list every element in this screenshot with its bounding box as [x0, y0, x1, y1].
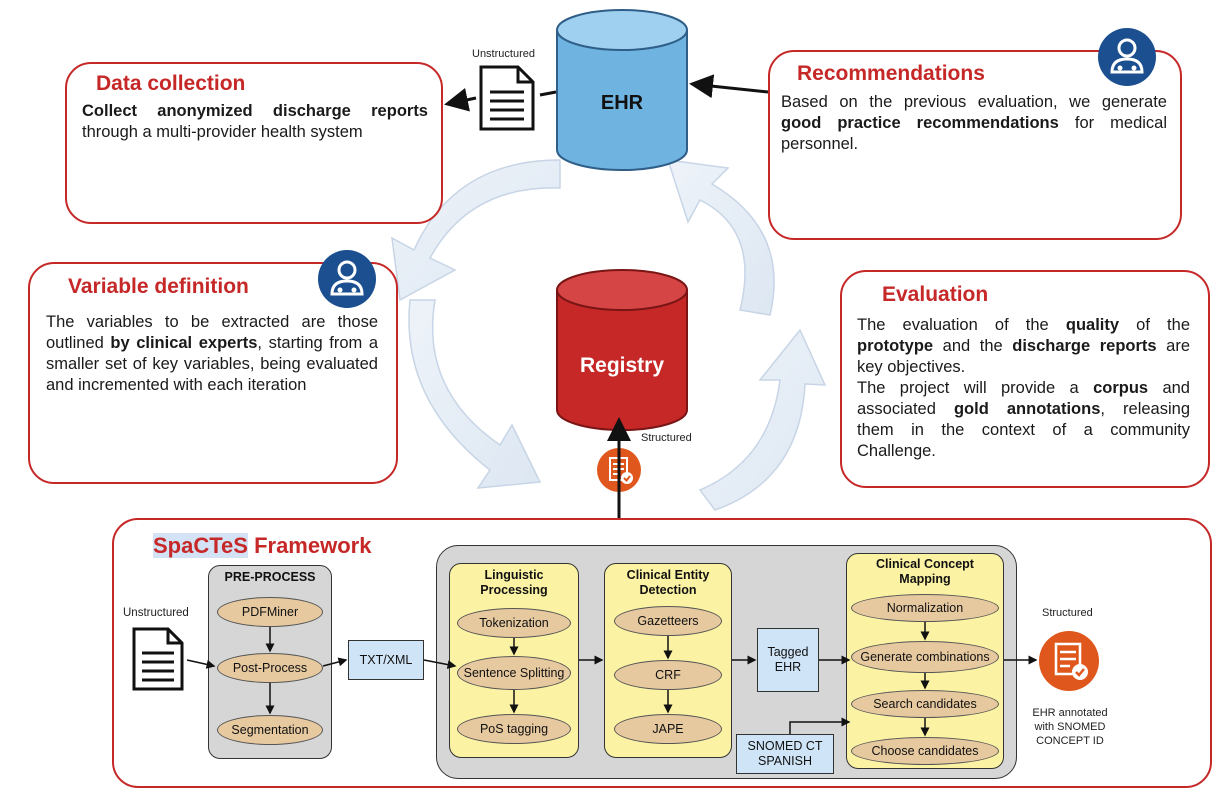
- entity-detection-title: Clinical Entity Detection: [626, 568, 710, 597]
- linguistic-step: Tokenization: [457, 608, 571, 638]
- ehr-database-icon: [556, 9, 688, 171]
- variable-definition-bold: by clinical experts: [110, 334, 258, 352]
- evaluation-t5: The project will provide a: [857, 379, 1094, 397]
- txt-xml-box: TXT/XML: [348, 640, 424, 680]
- cycle-arrow-top-left: [391, 159, 561, 302]
- document-icon: [132, 627, 184, 691]
- evaluation-t1: The evaluation of the: [857, 316, 1066, 334]
- preprocess-step: PDFMiner: [217, 597, 323, 627]
- tagged-ehr-box: Tagged EHR: [757, 628, 819, 692]
- linguistic-step: PoS tagging: [457, 714, 571, 744]
- variable-definition-text-1: The variables to be extracted are those …: [46, 313, 378, 352]
- doctor-icon: [318, 250, 376, 308]
- linguistic-processing-title: Linguistic Processing: [480, 568, 548, 597]
- preprocess-title: PRE-PROCESS: [224, 570, 316, 584]
- entity-step: JAPE: [614, 714, 722, 744]
- evaluation-t4: are key objectives.: [857, 337, 1190, 376]
- framework-unstructured-label: Unstructured: [123, 607, 189, 619]
- evaluation-text: The evaluation of the quality of the pro…: [857, 315, 1190, 462]
- recommendations-text: Based on the previous evaluation, we gen…: [781, 92, 1167, 155]
- recommendations-text-1: Based on the previous evaluation, we gen…: [781, 93, 1167, 111]
- evaluation-panel: [840, 270, 1210, 488]
- registry-database-icon: [556, 269, 688, 431]
- framework-structured-label: Structured: [1042, 607, 1093, 619]
- framework-title: SpaCTeS Framework: [153, 533, 371, 559]
- data-collection-text: Collect anonymized discharge reports thr…: [82, 101, 428, 143]
- data-collection-panel: [65, 62, 443, 224]
- framework-output-label: EHR annotated with SNOMED CONCEPT ID: [1032, 707, 1108, 747]
- cycle-arrow-bottom-right: [698, 328, 827, 511]
- entity-step: Gazetteers: [614, 606, 722, 636]
- framework-title-highlight: SpaCTeS: [153, 533, 248, 558]
- mapping-step: Search candidates: [851, 690, 999, 718]
- preprocess-step: Post-Process: [217, 653, 323, 683]
- evaluation-b1: quality: [1065, 316, 1120, 334]
- variable-definition-title: Variable definition: [68, 275, 249, 298]
- preprocess-step: Segmentation: [217, 715, 323, 745]
- linguistic-step: Sentence Splitting: [457, 656, 571, 690]
- cycle-arrow-bottom-left: [408, 299, 542, 489]
- mapping-step: Generate combinations: [851, 641, 999, 673]
- variable-definition-text: The variables to be extracted are those …: [46, 312, 378, 396]
- evaluation-b3: discharge reports: [1012, 337, 1157, 355]
- entity-step: CRF: [614, 660, 722, 690]
- data-collection-title: Data collection: [96, 72, 246, 95]
- cycle-arrow-top-right: [666, 159, 775, 316]
- structured-mid-label: Structured: [641, 432, 692, 444]
- data-collection-rest: through a multi-provider health system: [82, 123, 363, 141]
- evaluation-t2: of the: [1119, 316, 1190, 334]
- evaluation-title: Evaluation: [882, 283, 989, 306]
- data-collection-bold: Collect anonymized discharge reports: [82, 102, 428, 120]
- evaluation-b5: gold annotations: [953, 400, 1101, 418]
- evaluation-t6: and associated: [857, 379, 1190, 418]
- structured-report-icon: [597, 448, 641, 492]
- evaluation-t3: and the: [933, 337, 1013, 355]
- variable-definition-text-2: , starting from a smaller set of key var…: [46, 334, 378, 394]
- evaluation-b4: corpus: [1093, 379, 1149, 397]
- structured-report-icon: [1039, 631, 1099, 691]
- registry-label: Registry: [579, 354, 665, 377]
- recommendations-text-2: for medical personnel.: [781, 114, 1168, 153]
- ehr-label: EHR: [600, 92, 644, 114]
- document-icon: [479, 65, 535, 131]
- evaluation-b2: prototype: [857, 337, 934, 355]
- recommendations-title: Recommendations: [797, 62, 985, 85]
- snomed-box: SNOMED CT SPANISH: [736, 734, 834, 774]
- mapping-step: Choose candidates: [851, 737, 999, 765]
- doctor-icon: [1098, 28, 1156, 86]
- concept-mapping-title: Clinical Concept Mapping: [876, 557, 974, 586]
- mapping-step: Normalization: [851, 594, 999, 622]
- evaluation-t7: , releasing them in the context of a com…: [857, 400, 1190, 460]
- unstructured-top-label: Unstructured: [472, 48, 535, 60]
- recommendations-bold: good practice recommendations: [781, 114, 1059, 132]
- framework-title-rest: Framework: [247, 533, 372, 558]
